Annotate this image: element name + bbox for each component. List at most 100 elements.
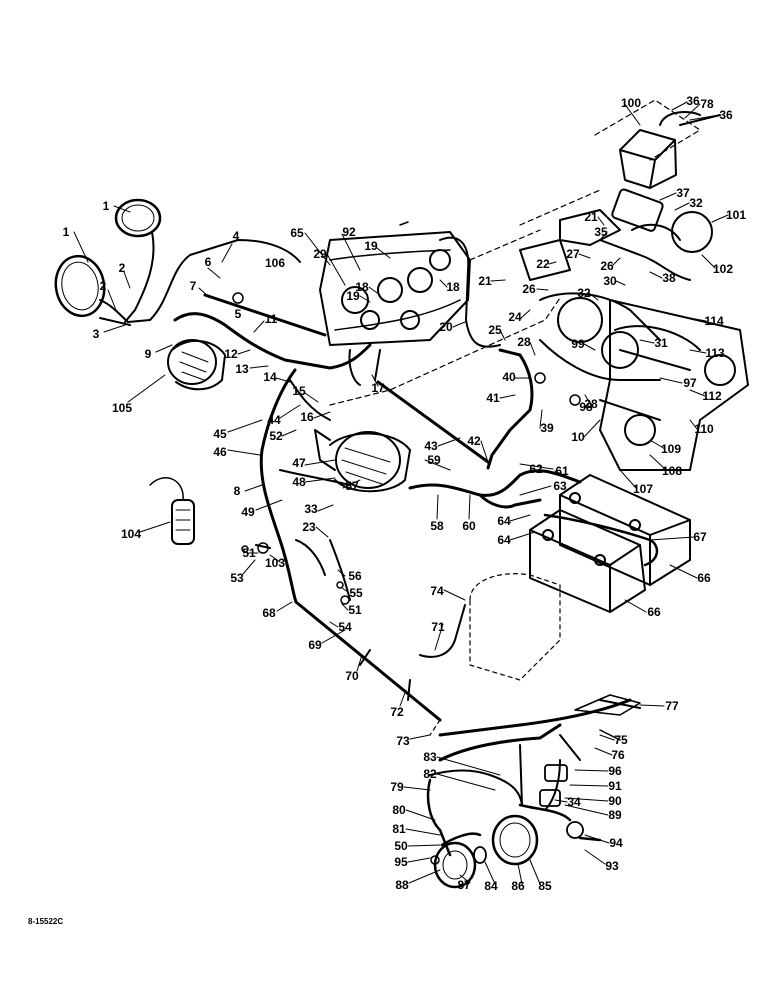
callout-105: 105 (111, 401, 133, 415)
battery-lower (529, 509, 646, 613)
callout-45: 45 (213, 427, 227, 441)
callout-35: 35 (594, 225, 608, 239)
callout-49: 49 (241, 505, 255, 519)
tractor-frame-right (599, 299, 749, 471)
harness-rod-43 (376, 380, 490, 464)
callout-52: 52 (269, 429, 283, 443)
callout-2: 2 (99, 279, 107, 293)
callout-48: 48 (292, 475, 306, 489)
callout-98: 98 (579, 400, 593, 414)
callout-85: 85 (538, 879, 552, 893)
callout-114: 114 (704, 314, 724, 328)
callout-84: 84 (484, 879, 498, 893)
callout-112: 112 (702, 389, 722, 403)
callout-32: 32 (689, 196, 703, 210)
callout-110: 110 (694, 422, 714, 436)
callout-19: 19 (364, 239, 378, 253)
callout-50: 50 (394, 839, 408, 853)
callout-42: 42 (467, 434, 481, 448)
callout-38: 38 (662, 271, 676, 285)
callout-83: 83 (423, 750, 437, 764)
callout-113: 113 (705, 346, 725, 360)
callout-8: 8 (233, 484, 241, 498)
callout-15: 15 (292, 384, 306, 398)
callout-65: 65 (290, 226, 304, 240)
headlight-right (114, 198, 162, 238)
callout-67: 67 (693, 530, 707, 544)
callout-25: 25 (488, 323, 502, 337)
harness-rod-106 (203, 293, 327, 337)
callout-95: 95 (394, 855, 408, 869)
rear-light-harness-2 (429, 699, 641, 811)
callout-18: 18 (355, 280, 369, 294)
callout-22: 22 (536, 257, 550, 271)
instrument-panel (319, 221, 471, 346)
callout-40: 40 (502, 370, 516, 384)
battery-upper (559, 474, 691, 586)
callout-103: 103 (264, 556, 286, 570)
callout-90: 90 (608, 794, 622, 808)
callout-89: 89 (608, 808, 622, 822)
callout-60: 60 (462, 519, 476, 533)
callout-19: 19 (346, 289, 360, 303)
callout-109: 109 (660, 442, 682, 456)
callout-24: 24 (508, 310, 522, 324)
callout-14: 14 (263, 370, 277, 384)
callout-51: 51 (348, 603, 362, 617)
callout-79: 79 (390, 780, 404, 794)
callout-37: 37 (676, 186, 690, 200)
callout-2: 2 (118, 261, 126, 275)
callout-46: 46 (213, 445, 227, 459)
callout-77: 77 (665, 699, 679, 713)
callout-71: 71 (431, 620, 445, 634)
callout-12: 12 (224, 347, 238, 361)
rear-light-connectors (574, 694, 641, 741)
callout-75: 75 (614, 733, 628, 747)
callout-76: 76 (611, 748, 625, 762)
callout-36: 36 (719, 108, 733, 122)
fuel-tank-outline (469, 573, 561, 681)
callout-66: 66 (697, 571, 711, 585)
callout-86: 86 (511, 879, 525, 893)
headlight-left (54, 254, 106, 318)
callout-94: 94 (609, 836, 623, 850)
harness-branch (255, 379, 351, 601)
rear-branch (359, 604, 466, 701)
callout-30: 30 (603, 274, 617, 288)
callout-32: 32 (577, 286, 591, 300)
callout-7: 7 (189, 279, 197, 293)
callout-33: 33 (304, 502, 318, 516)
callout-102: 102 (712, 262, 734, 276)
callout-64: 64 (497, 533, 511, 547)
callout-72: 72 (390, 705, 404, 719)
gauge-cluster-right (599, 188, 713, 281)
lower-engine-components (519, 209, 661, 381)
callout-82: 82 (423, 767, 437, 781)
generator-105 (167, 339, 226, 391)
callout-54: 54 (338, 620, 352, 634)
callout-87: 87 (457, 878, 471, 892)
callout-58: 58 (430, 519, 444, 533)
callout-53: 53 (230, 571, 244, 585)
callout-61: 61 (555, 464, 569, 478)
flood-lamp-87 (433, 841, 477, 889)
rear-dashed-link (429, 719, 441, 736)
rear-harness-rod (294, 600, 442, 722)
callout-31: 31 (654, 336, 668, 350)
callout-66: 66 (647, 605, 661, 619)
dash-wires (348, 236, 501, 386)
callout-16: 16 (300, 410, 314, 424)
regulator-100 (619, 111, 721, 189)
small-parts (232, 292, 581, 605)
callout-81: 81 (392, 822, 406, 836)
callout-104: 104 (120, 527, 142, 541)
callout-70: 70 (345, 669, 359, 683)
callout-6: 6 (204, 255, 212, 269)
callout-34: 34 (567, 795, 581, 809)
callout-1: 1 (102, 199, 110, 213)
callout-9: 9 (144, 347, 152, 361)
tail-lamp-86 (491, 814, 539, 866)
callout-41: 41 (486, 391, 500, 405)
callout-5: 5 (234, 307, 242, 321)
callout-51: 51 (242, 546, 256, 560)
